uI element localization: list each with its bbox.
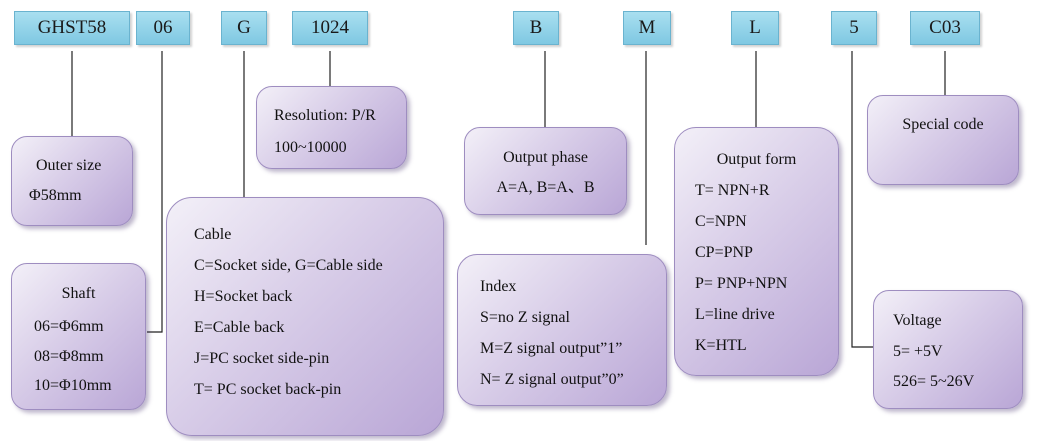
- shaft-title: Shaft: [61, 285, 96, 302]
- voltage-item: 526= 5~26V: [893, 373, 975, 390]
- voltage-item: 5= +5V: [893, 343, 943, 360]
- code-shaft: 06: [136, 11, 190, 45]
- special-code-box: Special code: [867, 95, 1019, 185]
- code-output-phase: B: [513, 11, 559, 45]
- output-form-box: Output form T= NPN+R C=NPN CP=PNP P= PNP…: [674, 127, 839, 376]
- cable-item: T= PC socket back-pin: [194, 381, 342, 398]
- index-item: S=no Z signal: [480, 309, 570, 326]
- cable-item: C=Socket side, G=Cable side: [194, 257, 383, 274]
- outer-size-box: Outer size Φ58mm: [11, 136, 133, 226]
- output-phase-value: A=A, B=A、B: [496, 179, 595, 196]
- output-phase-box: Output phase A=A, B=A、B: [464, 127, 627, 215]
- index-item: M=Z signal output”1”: [480, 340, 623, 357]
- code-index: M: [623, 11, 671, 45]
- outer-size-value: Φ58mm: [29, 187, 82, 204]
- resolution-value: 100~10000: [274, 139, 347, 156]
- resolution-box: Resolution: P/R 100~10000: [256, 86, 407, 169]
- output-form-item: P= PNP+NPN: [695, 275, 788, 292]
- cable-box: Cable C=Socket side, G=Cable side H=Sock…: [166, 197, 444, 436]
- shaft-item: 10=Φ10mm: [34, 377, 112, 394]
- output-form-title: Output form: [716, 151, 797, 168]
- cable-title: Cable: [194, 226, 232, 243]
- outer-size-title: Outer size: [36, 157, 102, 174]
- cable-item: J=PC socket side-pin: [194, 350, 330, 367]
- shaft-box: Shaft 06=Φ6mm 08=Φ8mm 10=Φ10mm: [11, 263, 146, 410]
- index-title: Index: [480, 278, 517, 295]
- code-special: C03: [910, 11, 980, 45]
- code-voltage: 5: [831, 11, 877, 45]
- code-cable: G: [221, 11, 267, 45]
- code-output-form: L: [731, 11, 779, 45]
- link-shaft: [147, 51, 163, 333]
- output-form-item: L=line drive: [695, 306, 775, 323]
- shaft-item: 06=Φ6mm: [34, 318, 104, 335]
- code-model: GHST58: [14, 11, 130, 45]
- output-form-item: T= NPN+R: [695, 182, 770, 199]
- special-code-title: Special code: [902, 116, 984, 133]
- cable-item: H=Socket back: [194, 288, 293, 305]
- output-form-item: CP=PNP: [695, 244, 753, 261]
- voltage-box: Voltage 5= +5V 526= 5~26V: [873, 290, 1023, 409]
- code-resolution: 1024: [292, 11, 368, 45]
- output-form-item: K=HTL: [695, 337, 747, 354]
- index-box: Index S=no Z signal M=Z signal output”1”…: [457, 254, 667, 406]
- index-item: N= Z signal output”0”: [480, 371, 624, 388]
- shaft-item: 08=Φ8mm: [34, 348, 104, 365]
- output-form-item: C=NPN: [695, 213, 747, 230]
- link-voltage: [851, 51, 873, 348]
- output-phase-title: Output phase: [503, 149, 588, 166]
- voltage-title: Voltage: [893, 312, 942, 329]
- resolution-title: Resolution: P/R: [274, 107, 376, 124]
- cable-item: E=Cable back: [194, 319, 285, 336]
